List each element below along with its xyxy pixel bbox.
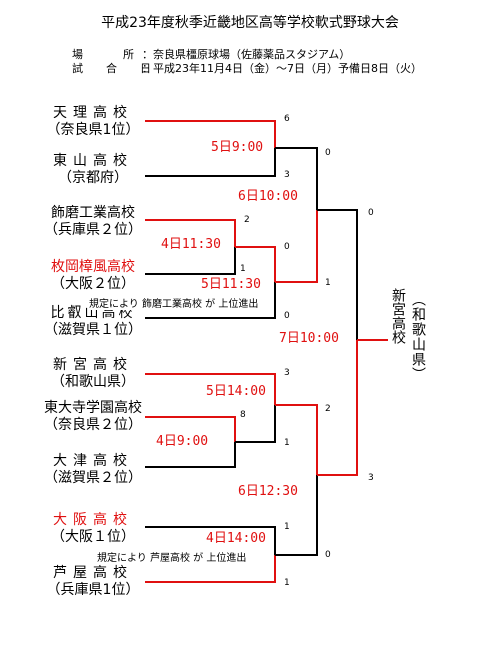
champion-label: 新宮高校 （和歌山県）	[388, 288, 434, 398]
bracket-line-m8-winner	[275, 475, 318, 556]
score-m6-winner: 2	[325, 404, 331, 414]
venue-value: ：奈良県橿原球場（佐藤薬品スタジアム）	[142, 48, 351, 61]
dates-row: 試 合 日 ：平成23年11月4日（金）～7日（月）予備日8日（火）	[72, 60, 422, 76]
team-shikama-kogyo: 飾磨工業高校 （兵庫県２位）	[28, 205, 158, 239]
bracket-line-shingu	[145, 373, 276, 405]
score-osaka: 1	[284, 522, 290, 532]
champion-prefecture: （和歌山県）	[410, 292, 426, 382]
score-m2-winner: 0	[284, 242, 290, 252]
match-time-m2: 4日11:30	[160, 237, 222, 253]
score-tenri: 6	[284, 114, 290, 124]
team-prefecture: （滋賀県２位）	[44, 470, 142, 486]
venue-row: 場 所 ：奈良県橿原球場（佐藤薬品スタジアム）	[72, 46, 350, 62]
team-osaka: 大阪高校 （大阪１位）	[28, 512, 158, 546]
bracket-line-todaiji	[145, 416, 236, 442]
match-time-m3: 5日11:30	[200, 277, 262, 293]
team-name: 芦屋高校	[53, 565, 133, 581]
team-prefecture: （大阪２位）	[51, 276, 135, 292]
score-todaiji: 8	[240, 410, 246, 420]
match-time-m5: 5日14:00	[205, 384, 267, 400]
team-name: 東大寺学園高校	[44, 400, 142, 416]
team-todaiji-gakuen: 東大寺学園高校 （奈良県２位）	[28, 400, 158, 434]
score-hieizan: 0	[284, 311, 290, 321]
team-prefecture: （滋賀県１位）	[44, 322, 142, 338]
bracket-line-semi2	[317, 340, 358, 476]
match-time-m8: 4日14:00	[205, 531, 267, 547]
score-m1-winner: 0	[325, 148, 331, 158]
team-ashiya: 芦屋高校 （兵庫県1位）	[28, 565, 158, 599]
bracket-line-tenri	[145, 120, 276, 148]
team-prefecture: （兵庫県1位）	[46, 582, 140, 598]
match-time-m1: 5日9:00	[210, 140, 265, 156]
team-hieizan: 比叡山高校 （滋賀県１位）	[28, 305, 158, 339]
bracket-line-hiraoka	[145, 247, 236, 275]
match-time-final: 7日10:00	[278, 331, 340, 347]
score-shikama: 2	[244, 215, 250, 225]
score-otsu: 1	[284, 438, 290, 448]
score-m3-winner: 1	[325, 278, 331, 288]
bracket-line-m2-winner	[235, 246, 276, 282]
score-hiraoka: 1	[240, 264, 246, 274]
team-name: 東山高校	[53, 153, 133, 169]
score-ashiya: 1	[284, 578, 290, 588]
score-higashiyama: 3	[284, 170, 290, 180]
bracket-line-m6-winner	[235, 405, 276, 443]
team-prefecture: （京都府）	[58, 170, 128, 186]
bracket-line-hieizan	[145, 282, 276, 319]
score-semi2: 3	[368, 473, 374, 483]
score-m8-winner: 0	[325, 550, 331, 560]
bracket-line-higashiyama	[145, 148, 276, 177]
team-prefecture: （奈良県２位）	[44, 417, 142, 433]
team-hiraoka-shofu: 枚岡樟風高校 （大阪２位）	[28, 259, 158, 293]
team-name: 飾磨工業高校	[51, 205, 135, 221]
team-higashiyama: 東山高校 （京都府）	[28, 153, 158, 187]
venue-label: 場 所	[72, 48, 140, 61]
match-time-m4: 6日10:00	[237, 189, 299, 205]
bracket-line-semi1	[317, 209, 358, 340]
team-prefecture: （奈良県1位）	[46, 122, 140, 138]
tournament-title: 平成23年度秋季近畿地区高等学校軟式野球大会	[101, 15, 399, 31]
bracket-line-m1-winner	[275, 147, 318, 210]
team-name: 新宮高校	[53, 357, 133, 373]
team-shingu: 新宮高校 （和歌山県）	[28, 357, 158, 391]
bracket-line-m3-winner	[275, 210, 318, 283]
team-prefecture: （和歌山県）	[51, 374, 135, 390]
team-name: 天理高校	[53, 105, 133, 121]
team-prefecture: （兵庫県２位）	[44, 222, 142, 238]
bracket-line-m5-winner	[275, 404, 318, 475]
team-prefecture: （大阪１位）	[51, 529, 135, 545]
bracket-line-osaka	[145, 526, 276, 555]
team-name: 大津高校	[53, 453, 133, 469]
match-time-m6: 4日9:00	[155, 434, 210, 450]
dates-value: ：平成23年11月4日（金）～7日（月）予備日8日（火）	[142, 62, 422, 75]
match-time-m7: 6日12:30	[237, 484, 299, 500]
champion-name: 新宮高校	[390, 288, 406, 344]
rule-note-ashiya: 規定により 芦屋高校 が 上位進出	[96, 549, 248, 564]
bracket-line-otsu	[145, 442, 236, 468]
bracket-line-shikama	[145, 219, 236, 247]
score-shingu: 3	[284, 368, 290, 378]
team-tenri: 天理高校 （奈良県1位）	[28, 105, 158, 139]
team-name: 枚岡樟風高校	[51, 259, 135, 275]
rule-note-shikama: 規定により 飾磨工業高校 が 上位進出	[88, 295, 260, 310]
dates-label: 試 合 日	[72, 62, 157, 75]
team-name: 大阪高校	[53, 512, 133, 528]
team-otsu: 大津高校 （滋賀県２位）	[28, 453, 158, 487]
score-semi1: 0	[368, 208, 374, 218]
bracket-line-ashiya	[145, 555, 276, 583]
